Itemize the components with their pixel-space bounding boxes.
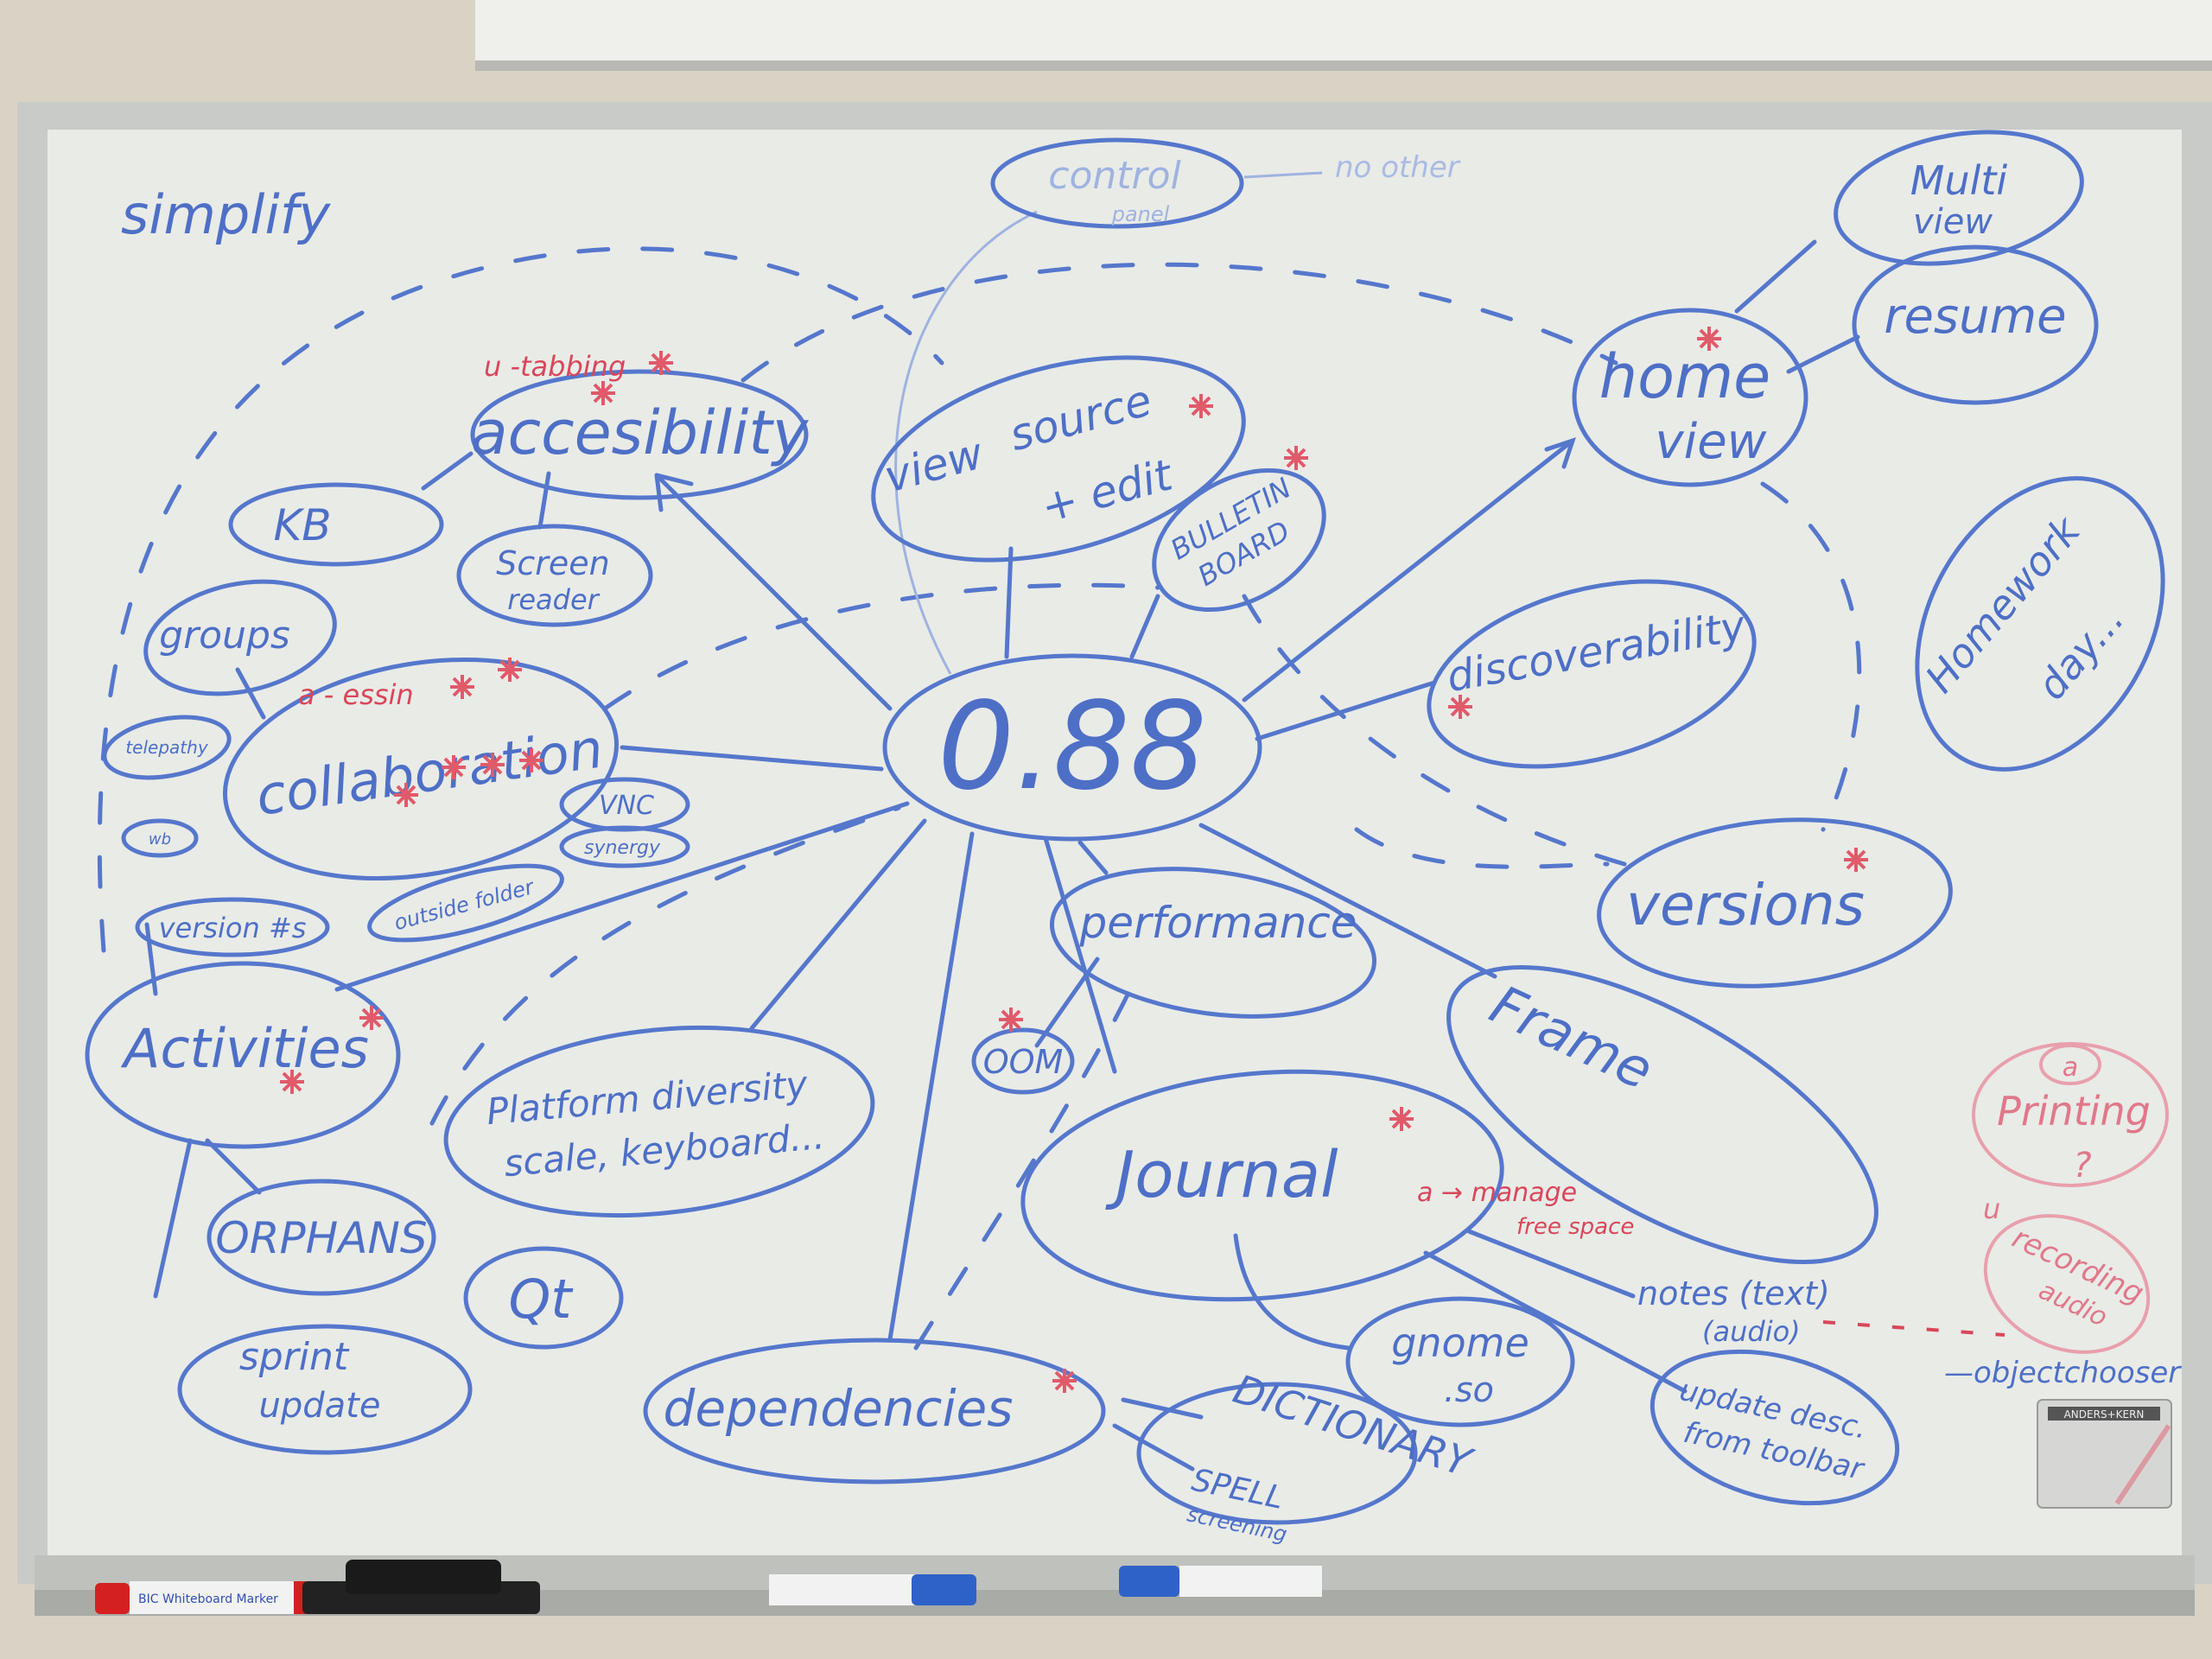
svg-text:synergy: synergy (584, 837, 661, 859)
node-whiteboard: wb (121, 818, 199, 858)
svg-text:versions: versions (1626, 872, 1865, 938)
annotation-free-space: free space (1516, 1214, 1634, 1240)
svg-text:view: view (1656, 414, 1767, 470)
node-home-view: home view (1572, 308, 1808, 487)
svg-text:ANDERS+KERN: ANDERS+KERN (2064, 1408, 2145, 1421)
eraser[interactable] (302, 1560, 540, 1614)
svg-text:VNC: VNC (599, 791, 654, 821)
annotation-objectchooser: —objectchooser (1944, 1356, 2182, 1390)
svg-text:telepathy: telepathy (125, 737, 208, 758)
board-surface (48, 130, 2182, 1555)
svg-text:KB: KB (273, 500, 331, 550)
note-no-other: no other (1335, 150, 1461, 185)
node-accessibility: accesibility u -tabbing (470, 350, 810, 500)
arrowhead-icon (654, 473, 694, 512)
svg-text:a: a (2063, 1052, 2078, 1083)
svg-text:performance: performance (1078, 898, 1357, 948)
node-screen-reader: Screen reader (456, 524, 653, 627)
svg-text:wb: wb (149, 830, 171, 849)
star-icons (280, 327, 1868, 1393)
node-control-panel: control panel no other (990, 137, 1461, 229)
dashed-arc (97, 246, 944, 953)
node-oom: OOM (971, 1027, 1075, 1095)
svg-text:resume: resume (1884, 289, 2066, 345)
svg-text:Journal: Journal (1104, 1138, 1338, 1212)
node-resume: resume (1852, 245, 2099, 405)
annotation-u-tabbing: u -tabbing (484, 350, 626, 383)
dashed-arc (429, 805, 901, 1126)
node-vnc: VNC (559, 777, 690, 832)
node-gnome-so: gnome .so (1345, 1296, 1575, 1427)
dashed-arc (741, 262, 1618, 383)
projector-screen-edge (475, 60, 2212, 71)
node-sprint-update: sprint update (177, 1324, 473, 1455)
node-performance: performance (1049, 867, 1377, 1019)
node-telepathy: telepathy (102, 715, 232, 780)
node-printing: a Printing ? (1972, 1042, 2169, 1187)
connector-lines (144, 171, 2005, 1471)
node-center: 0.88 (882, 653, 1262, 842)
blue-marker[interactable] (769, 1574, 976, 1605)
node-groups: groups (143, 579, 337, 696)
red-marker[interactable]: BIC Whiteboard Marker (95, 1581, 306, 1614)
node-synergy: synergy (559, 825, 690, 868)
svg-text:Printing: Printing (1997, 1088, 2151, 1135)
svg-text:home: home (1599, 341, 1770, 412)
svg-text:(audio): (audio) (1702, 1315, 1801, 1348)
svg-text:BIC Whiteboard Marker: BIC Whiteboard Marker (138, 1592, 278, 1606)
svg-text:dependencies: dependencies (664, 1379, 1014, 1438)
node-activities: Activities (85, 961, 401, 1149)
svg-text:groups: groups (159, 613, 290, 658)
svg-text:accesibility: accesibility (471, 397, 810, 468)
svg-text:gnome: gnome (1391, 1319, 1529, 1366)
annotation-a-essin: a - essin (298, 678, 414, 711)
svg-text:Qt: Qt (508, 1268, 574, 1331)
dashed-arc (1242, 594, 1627, 867)
svg-text:Multi: Multi (1910, 157, 2008, 204)
dashed-arc (602, 582, 1160, 711)
projector-screen (475, 0, 2212, 69)
manufacturer-sticker: ANDERS+KERN (2037, 1399, 2172, 1509)
arrowhead-icon (1544, 437, 1576, 469)
svg-text:OOM: OOM (983, 1043, 1064, 1081)
svg-text:?: ? (2073, 1146, 2091, 1185)
svg-text:control: control (1048, 154, 1181, 198)
svg-text:notes (text): notes (text) (1637, 1274, 1830, 1313)
dashed-arc (1354, 827, 1610, 869)
center-label: 0.88 (938, 677, 1207, 817)
dashed-arc (1760, 481, 1862, 832)
node-kb: KB (228, 482, 444, 567)
node-multi-view: Multi view (1834, 130, 2084, 266)
svg-text:u: u (1983, 1192, 2000, 1225)
annotation-manage: a → manage (1417, 1178, 1577, 1208)
svg-text:Screen: Screen (496, 544, 609, 582)
node-dependencies: dependencies (643, 1338, 1106, 1484)
node-qt: Qt (463, 1246, 624, 1350)
svg-text:Activities: Activities (120, 1017, 369, 1080)
node-version-numbers: version #s (135, 897, 330, 957)
svg-text:sprint: sprint (239, 1335, 350, 1379)
node-versions: versions (1597, 817, 1953, 988)
dashed-arc (913, 965, 1143, 1351)
svg-text:version #s: version #s (159, 912, 307, 944)
svg-text:update: update (259, 1386, 381, 1426)
node-journal: Journal a → manage free space (1020, 1069, 1634, 1302)
node-notes: notes (text) (audio) (1637, 1274, 1830, 1348)
blue-marker[interactable] (1119, 1566, 1322, 1597)
board-title: simplify (121, 183, 332, 246)
svg-text:view: view (1913, 202, 1993, 242)
svg-text:.so: .so (1444, 1370, 1494, 1410)
svg-text:reader: reader (507, 583, 600, 616)
svg-text:panel: panel (1111, 202, 1170, 226)
node-orphans: ORPHANS (207, 1179, 436, 1296)
svg-text:ORPHANS: ORPHANS (215, 1213, 427, 1263)
